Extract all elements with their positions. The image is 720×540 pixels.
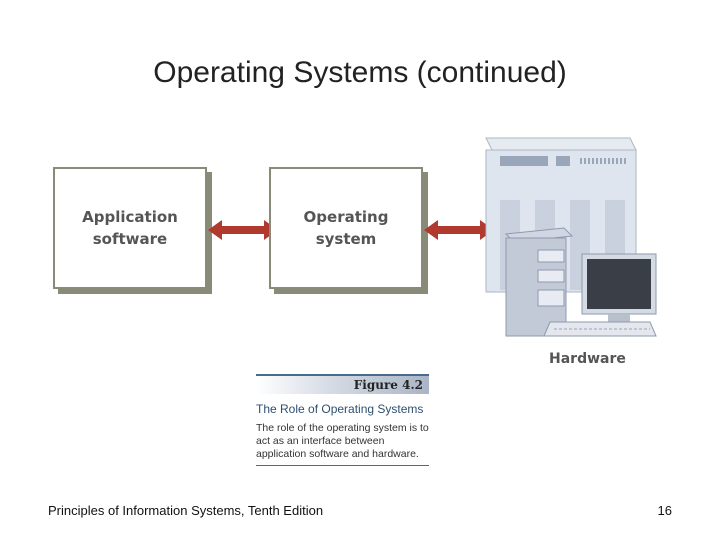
box-label-line: Operating — [303, 208, 389, 226]
figure-title: The Role of Operating Systems — [256, 402, 424, 416]
hardware-illustration — [485, 137, 657, 337]
desktop-tower-icon — [504, 227, 574, 337]
monitor-icon — [581, 253, 657, 322]
double-arrow-icon — [424, 220, 494, 240]
box-label-line: Application — [82, 208, 178, 226]
page-number: 16 — [657, 503, 672, 518]
hardware-label: Hardware — [549, 351, 626, 367]
slide-title: Operating Systems (continued) — [153, 56, 567, 89]
double-arrow-icon — [208, 220, 278, 240]
application-software-box: Application software — [53, 167, 207, 289]
keyboard-icon — [543, 321, 657, 337]
figure-description: The role of the operating system is to a… — [256, 422, 429, 460]
footer-source: Principles of Information Systems, Tenth… — [48, 503, 324, 518]
figure-divider — [256, 465, 429, 466]
figure-caption: Figure 4.2 The Role of Operating Systems… — [256, 374, 429, 466]
box-label-line: software — [92, 230, 168, 248]
box-label-line: system — [315, 230, 377, 248]
figure-number: Figure 4.2 — [256, 374, 429, 394]
operating-system-box: Operating system — [269, 167, 423, 289]
